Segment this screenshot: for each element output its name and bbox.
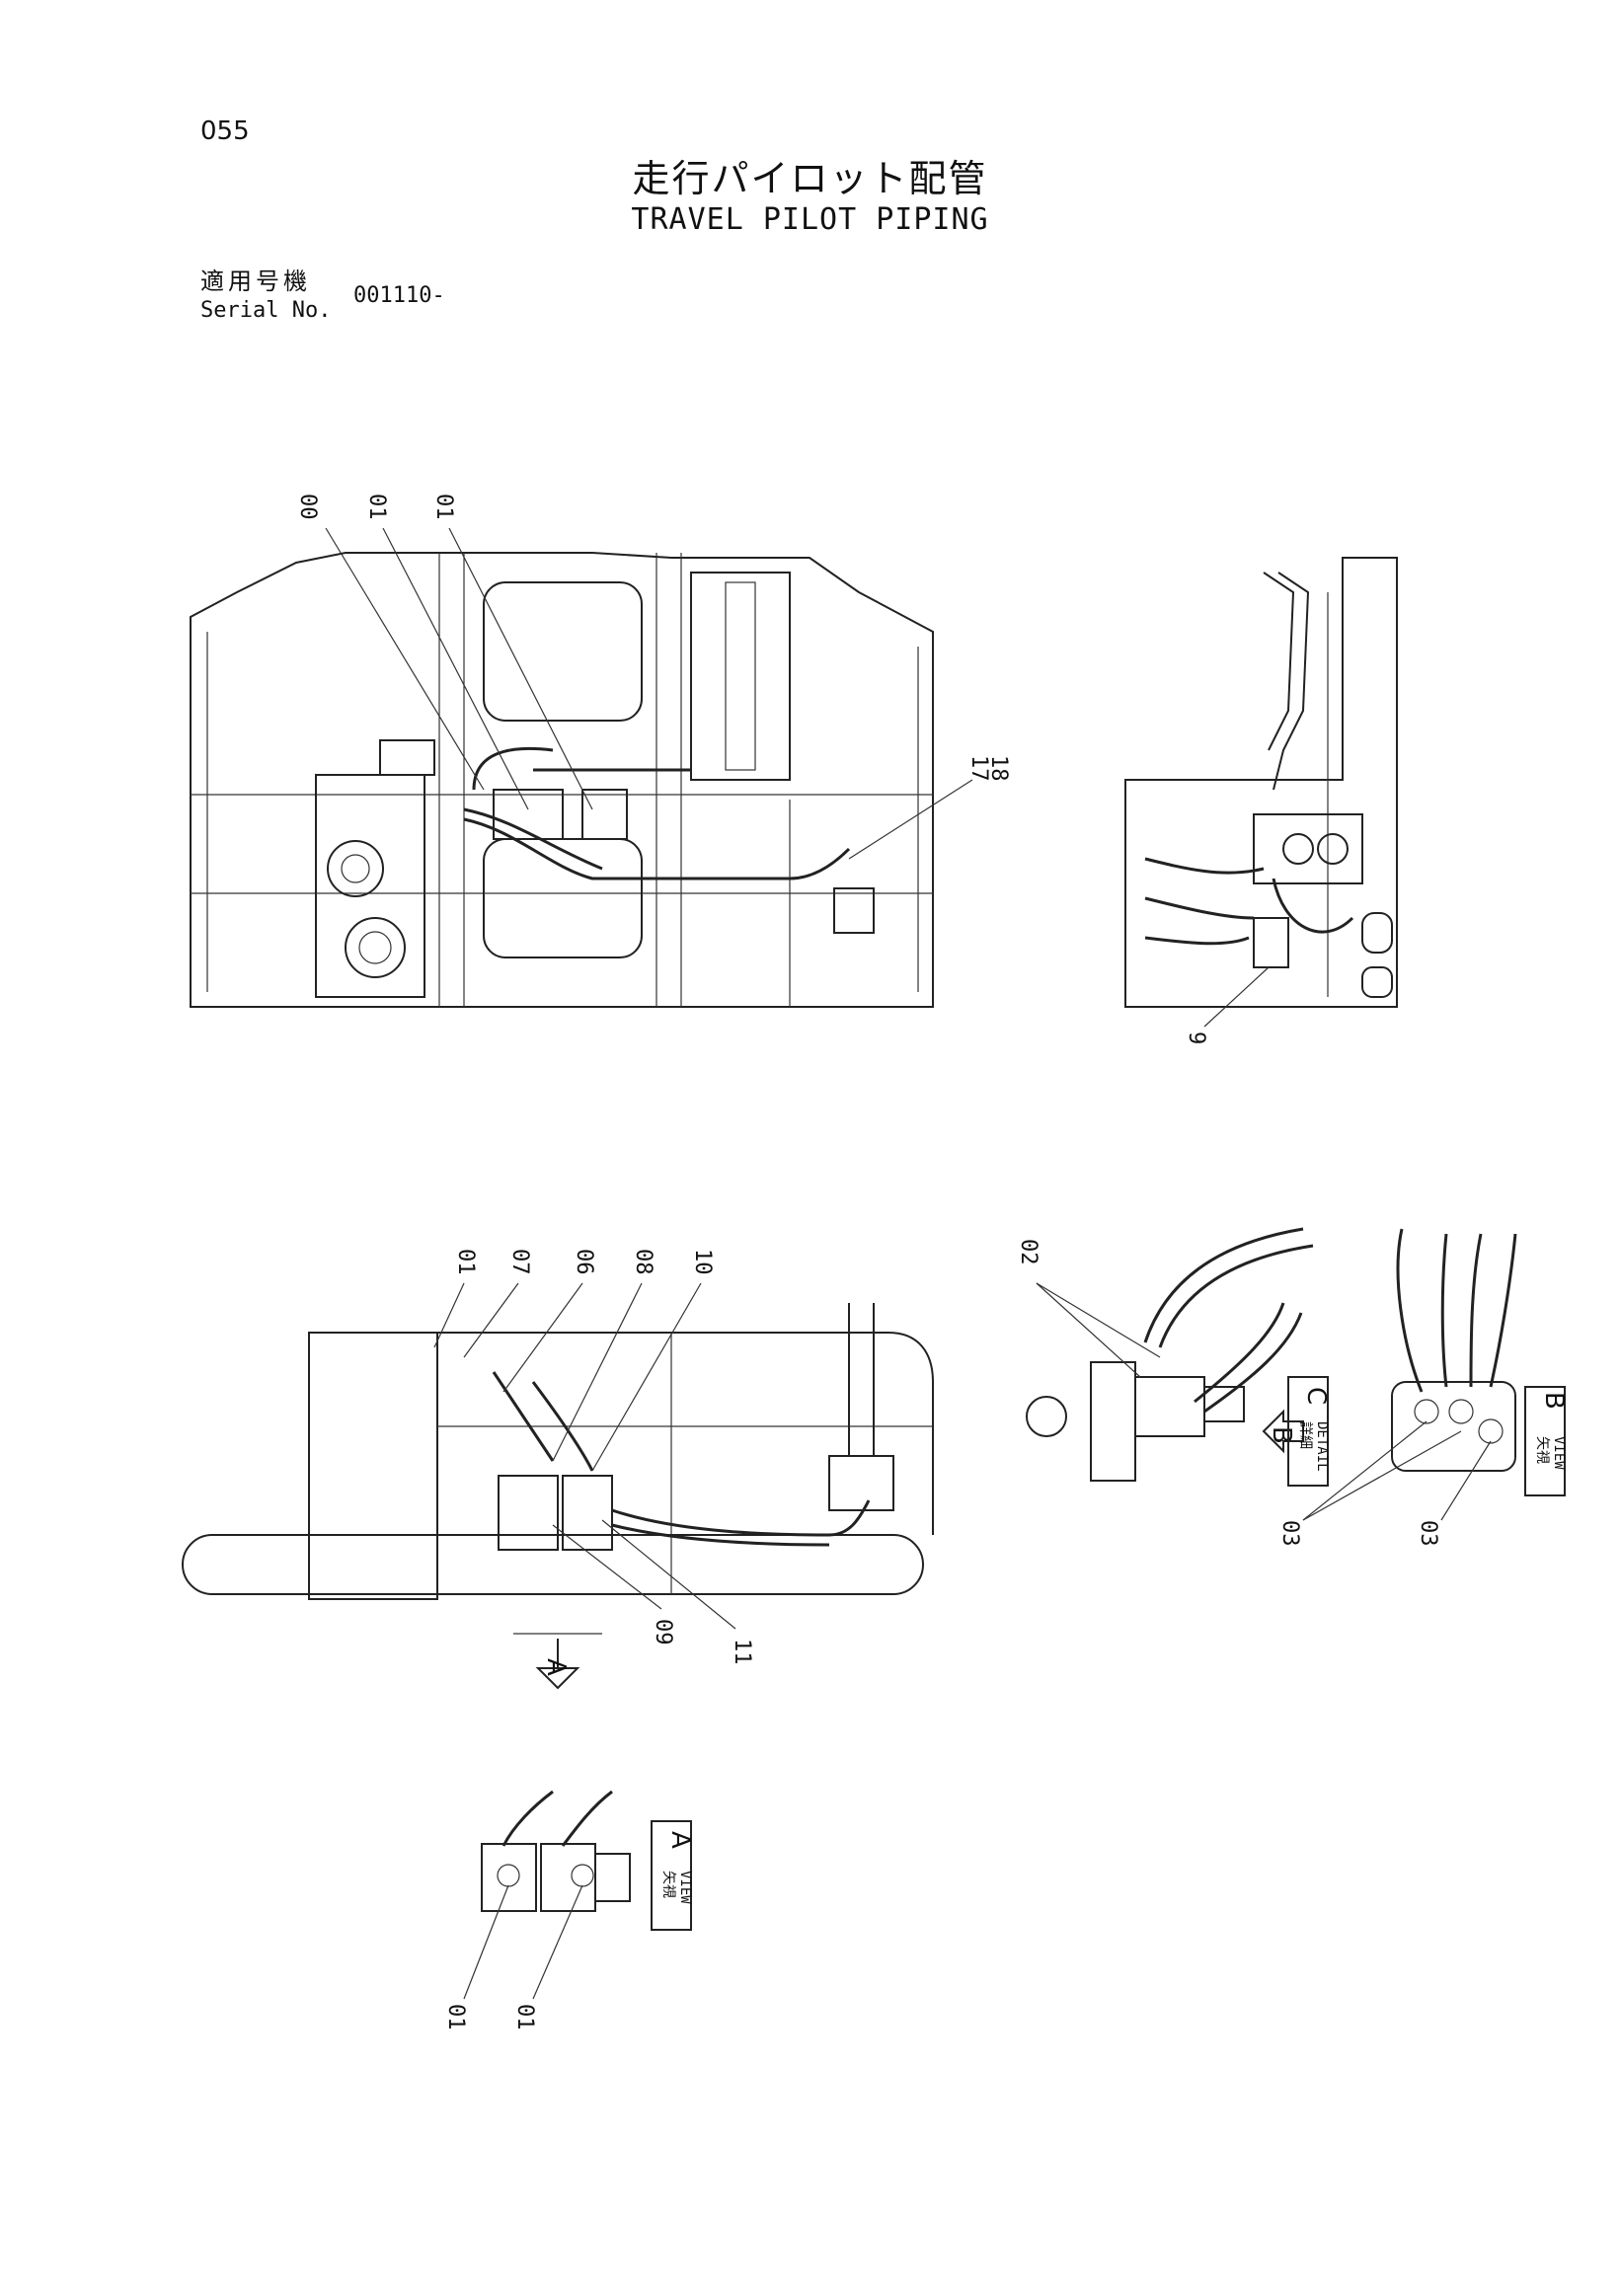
view-b-label-en: VIEW — [1551, 1436, 1567, 1470]
callout-label: 01 — [453, 1249, 478, 1275]
callout-label: 03 — [1416, 1520, 1440, 1547]
serial-value: 001110- — [353, 283, 445, 308]
detail-label-en: DETAIL — [1314, 1421, 1330, 1472]
top-main-callouts: 00 01 01 17 18 — [295, 494, 1011, 782]
view-a-letter: A — [665, 1831, 695, 1849]
top-side-view: 9 — [1124, 557, 1398, 1044]
serial-label-jp: 適用号機 — [200, 268, 311, 295]
view-b: 矢視 VIEW B 03 03 — [1277, 1228, 1569, 1547]
callout-label: 00 — [295, 494, 320, 520]
middle-main-view: A — [182, 1303, 934, 1690]
detail-letter: C — [1301, 1387, 1331, 1405]
page-title-en: TRAVEL PILOT PIPING — [631, 202, 989, 237]
detail-label-jp: 詳細 — [1297, 1421, 1313, 1449]
callout-label: 17 — [966, 755, 991, 782]
serial-label-en: Serial No. — [200, 298, 332, 323]
view-b-label-jp: 矢視 — [1534, 1436, 1550, 1464]
page-number: 055 — [200, 116, 250, 146]
callout-label: 01 — [364, 494, 389, 520]
callout-label: 18 — [986, 755, 1011, 782]
view-arrow-a-letter: A — [541, 1658, 571, 1676]
callout-label: 01 — [443, 2004, 468, 2030]
page-title-jp: 走行パイロット配管 — [632, 157, 988, 200]
callout-label: 08 — [631, 1249, 656, 1275]
view-b-letter: B — [1539, 1392, 1569, 1410]
view-a: 矢視 VIEW A 01 01 — [443, 1790, 695, 2030]
callout-label: 01 — [431, 494, 456, 520]
callout-label: 03 — [1277, 1520, 1302, 1547]
view-a-label-en: VIEW — [677, 1871, 693, 1904]
callout-label: 9 — [1184, 1032, 1208, 1044]
top-main-view — [190, 527, 973, 1008]
callout-label: 07 — [507, 1249, 532, 1275]
callout-label: 10 — [690, 1249, 715, 1275]
callout-label: 02 — [1016, 1239, 1041, 1265]
callout-label: 06 — [572, 1249, 596, 1275]
detail-c-view: 02 B 詳細 DETAIL C — [1016, 1227, 1331, 1487]
middle-main-callouts: 01 07 06 08 10 09 11 — [433, 1249, 754, 1665]
callout-label: 01 — [512, 2004, 537, 2030]
callout-label: 11 — [730, 1639, 754, 1665]
view-a-label-jp: 矢視 — [660, 1871, 676, 1898]
detail-arrow-b-letter: B — [1267, 1426, 1296, 1444]
callout-label: 09 — [651, 1619, 675, 1645]
